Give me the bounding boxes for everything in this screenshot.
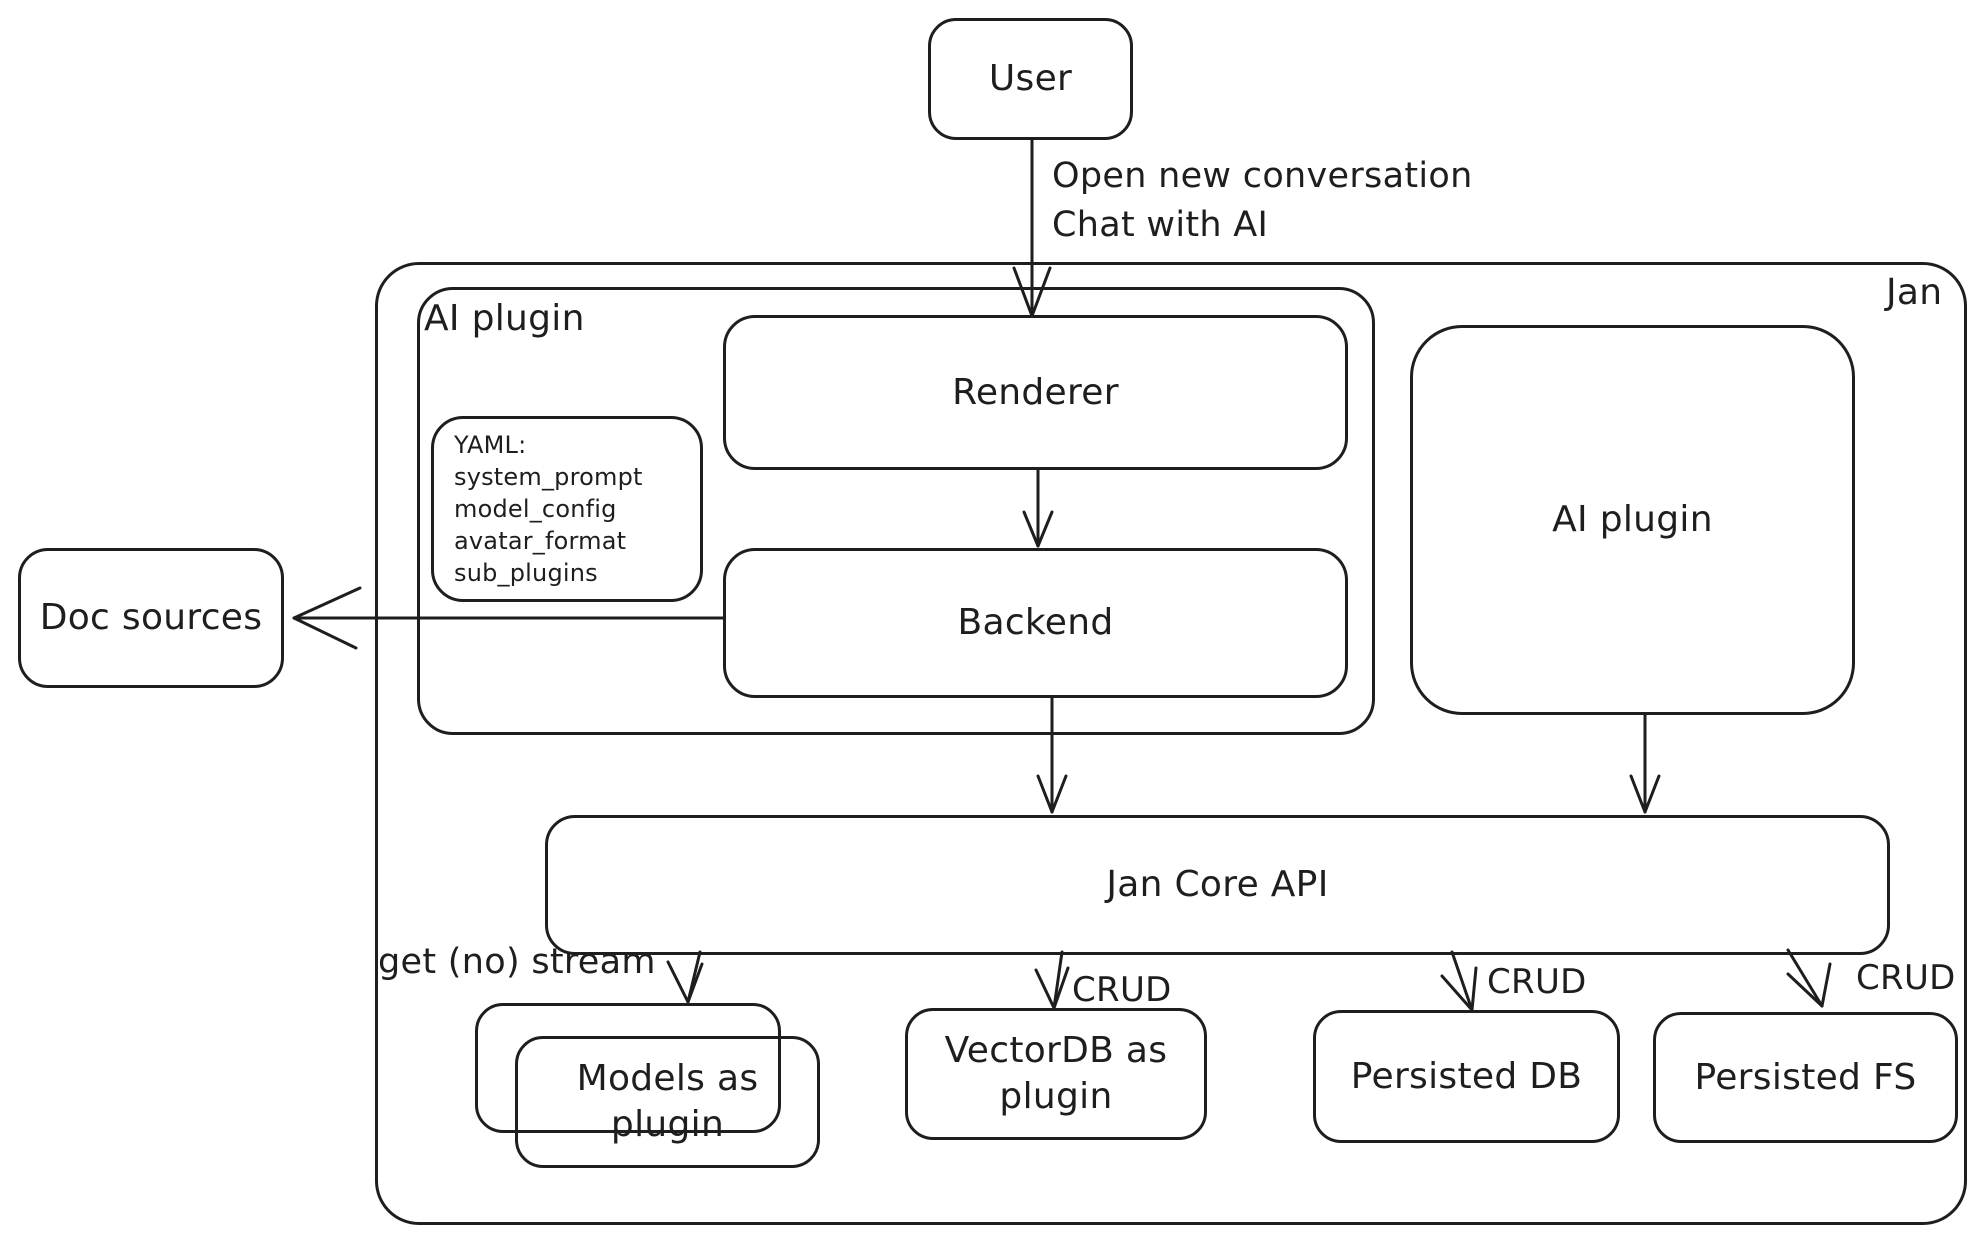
- edge-label-crud-persisted-fs: CRUD: [1856, 958, 1956, 998]
- jan-container: [375, 262, 1967, 1225]
- persisted-db-node-label: Persisted DB: [1350, 1055, 1583, 1097]
- edge-label-get-no-stream: get (no) stream: [378, 942, 656, 982]
- user-node-label: User: [988, 58, 1073, 99]
- models-as-plugin-back-box: [475, 1003, 781, 1133]
- user-node: User: [928, 18, 1133, 140]
- doc-sources-node-label: Doc sources: [39, 597, 263, 638]
- persisted-fs-node: Persisted FS: [1653, 1012, 1958, 1143]
- vectordb-node-label: VectorDB as plugin: [944, 1030, 1168, 1117]
- edge-label-crud-vectordb: CRUD: [1072, 970, 1172, 1010]
- models-as-plugin-label: Models as plugin: [576, 1058, 759, 1145]
- ai-plugin-group-container: [417, 287, 1375, 735]
- models-as-plugin-node: Models as plugin: [515, 1036, 820, 1168]
- backend-node-label: Backend: [957, 602, 1114, 643]
- yaml-note-text: YAML: system_prompt model_config avatar_…: [454, 431, 643, 587]
- yaml-note: YAML: system_prompt model_config avatar_…: [431, 416, 703, 602]
- doc-sources-node: Doc sources: [18, 548, 284, 688]
- jan-core-api-node-label: Jan Core API: [1106, 864, 1329, 905]
- ai-plugin-group-label: AI plugin: [424, 298, 585, 339]
- vectordb-node: VectorDB as plugin: [905, 1008, 1207, 1140]
- edge-label-crud-persisted-db: CRUD: [1487, 962, 1587, 1002]
- persisted-fs-node-label: Persisted FS: [1694, 1056, 1917, 1098]
- renderer-node: Renderer: [723, 315, 1348, 470]
- renderer-node-label: Renderer: [952, 371, 1119, 413]
- backend-node: Backend: [723, 548, 1348, 698]
- ai-plugin-node: AI plugin: [1410, 325, 1855, 715]
- jan-core-api-node: Jan Core API: [545, 815, 1890, 955]
- jan-container-label: Jan: [1886, 272, 1943, 313]
- persisted-db-node: Persisted DB: [1313, 1010, 1620, 1143]
- ai-plugin-node-label: AI plugin: [1552, 499, 1713, 540]
- edge-label-open-conversation: Open new conversation Chat with AI: [1052, 156, 1473, 245]
